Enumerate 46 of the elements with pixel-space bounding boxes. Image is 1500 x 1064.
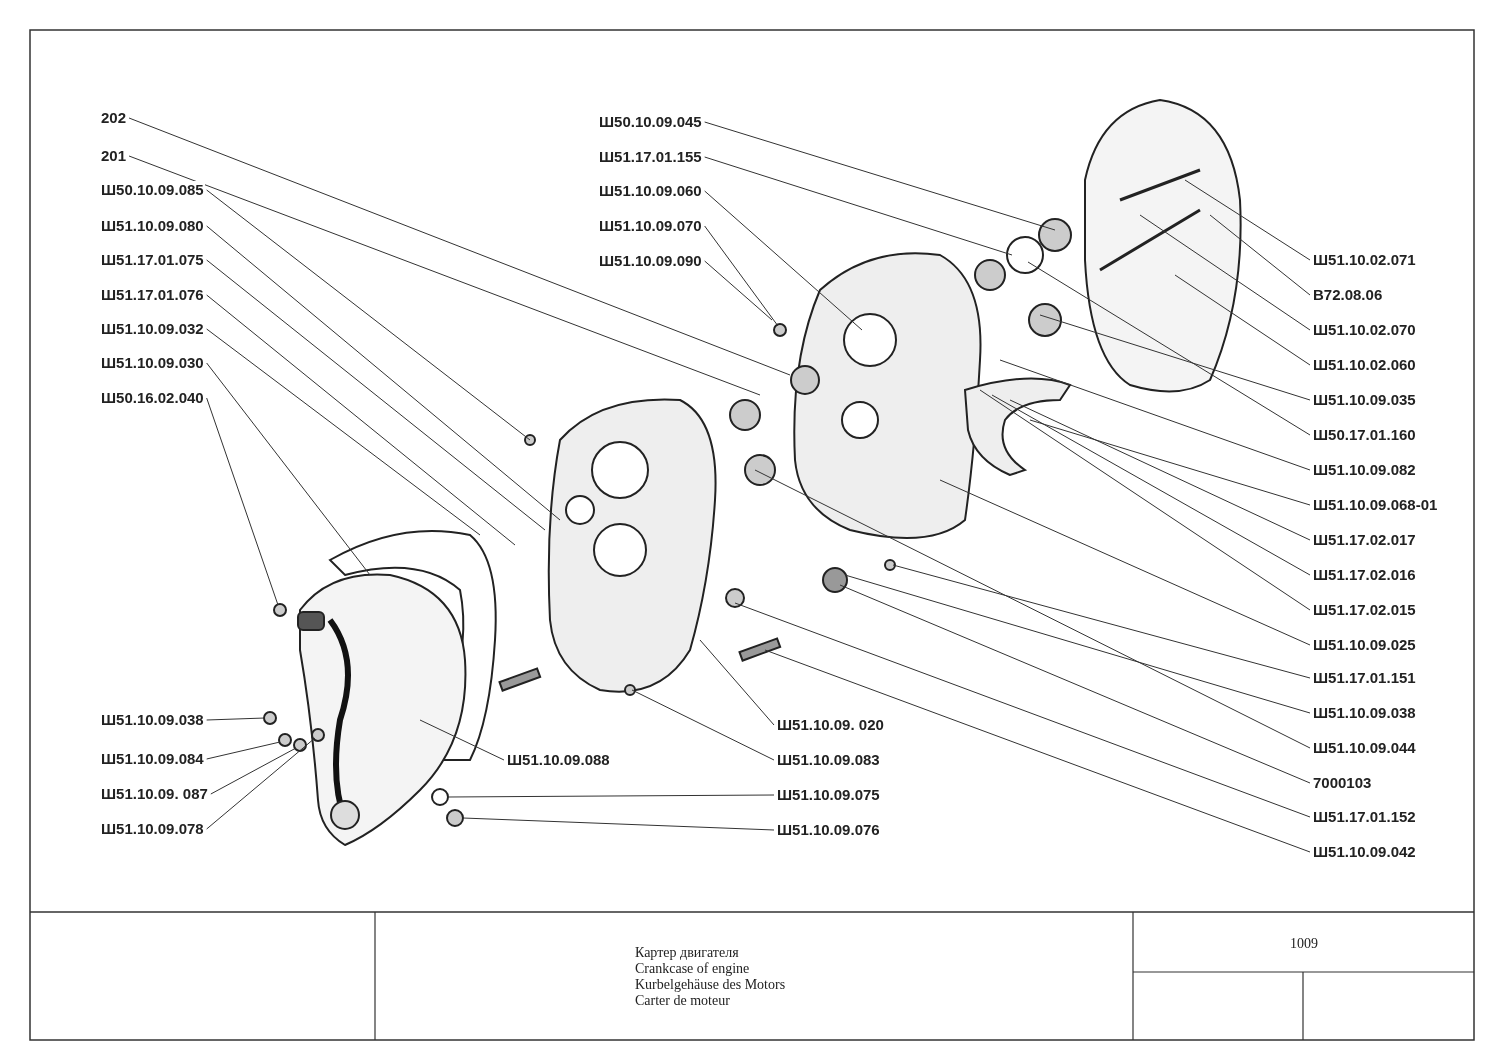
leader-line xyxy=(447,794,775,798)
leader-line xyxy=(206,259,546,531)
leader-line xyxy=(462,817,775,831)
leader-line xyxy=(206,189,531,441)
leader-line xyxy=(699,639,775,726)
leader-line xyxy=(704,260,773,321)
leader-line xyxy=(704,121,1056,231)
leader-line xyxy=(1039,314,1311,401)
leader-line xyxy=(764,649,1311,853)
leader-line xyxy=(1184,179,1311,261)
leader-line xyxy=(1139,214,1311,331)
leader-line xyxy=(734,602,1311,818)
leader-line xyxy=(1174,274,1311,366)
leader-line xyxy=(206,225,561,521)
leader-line xyxy=(128,155,761,396)
leader-line xyxy=(206,717,266,721)
title-text: Crankcase of engine xyxy=(635,961,750,977)
leader-line xyxy=(206,362,371,576)
leader-line xyxy=(999,359,1311,471)
leader-line xyxy=(631,689,775,761)
leader-line xyxy=(991,394,1311,576)
title-text: Картер двигателя xyxy=(635,945,739,961)
leader-line xyxy=(844,574,1311,714)
leader-line xyxy=(979,389,1311,611)
leader-line xyxy=(210,747,297,795)
leader-line xyxy=(206,294,516,546)
title-text: Carter de moteur xyxy=(635,993,730,1009)
leader-line xyxy=(1009,399,1311,541)
leader-line xyxy=(704,190,863,331)
leader-line xyxy=(206,397,279,606)
leader-line xyxy=(754,469,1311,749)
title-text: Kurbelgehäuse des Motors xyxy=(635,977,786,993)
leader-line xyxy=(128,117,791,376)
leader-line xyxy=(1027,261,1311,436)
sheet-number: 1009 xyxy=(1290,936,1318,952)
leader-line xyxy=(1029,419,1311,506)
leader-line xyxy=(206,741,281,760)
leader-line xyxy=(704,156,1013,256)
leader-line xyxy=(206,328,481,536)
leader-line xyxy=(1209,214,1311,296)
leader-line xyxy=(892,564,1311,679)
leader-line xyxy=(704,225,779,327)
leader-line xyxy=(939,479,1311,646)
leader-line xyxy=(206,737,316,830)
leader-line xyxy=(839,584,1311,784)
leader-line xyxy=(419,719,505,761)
